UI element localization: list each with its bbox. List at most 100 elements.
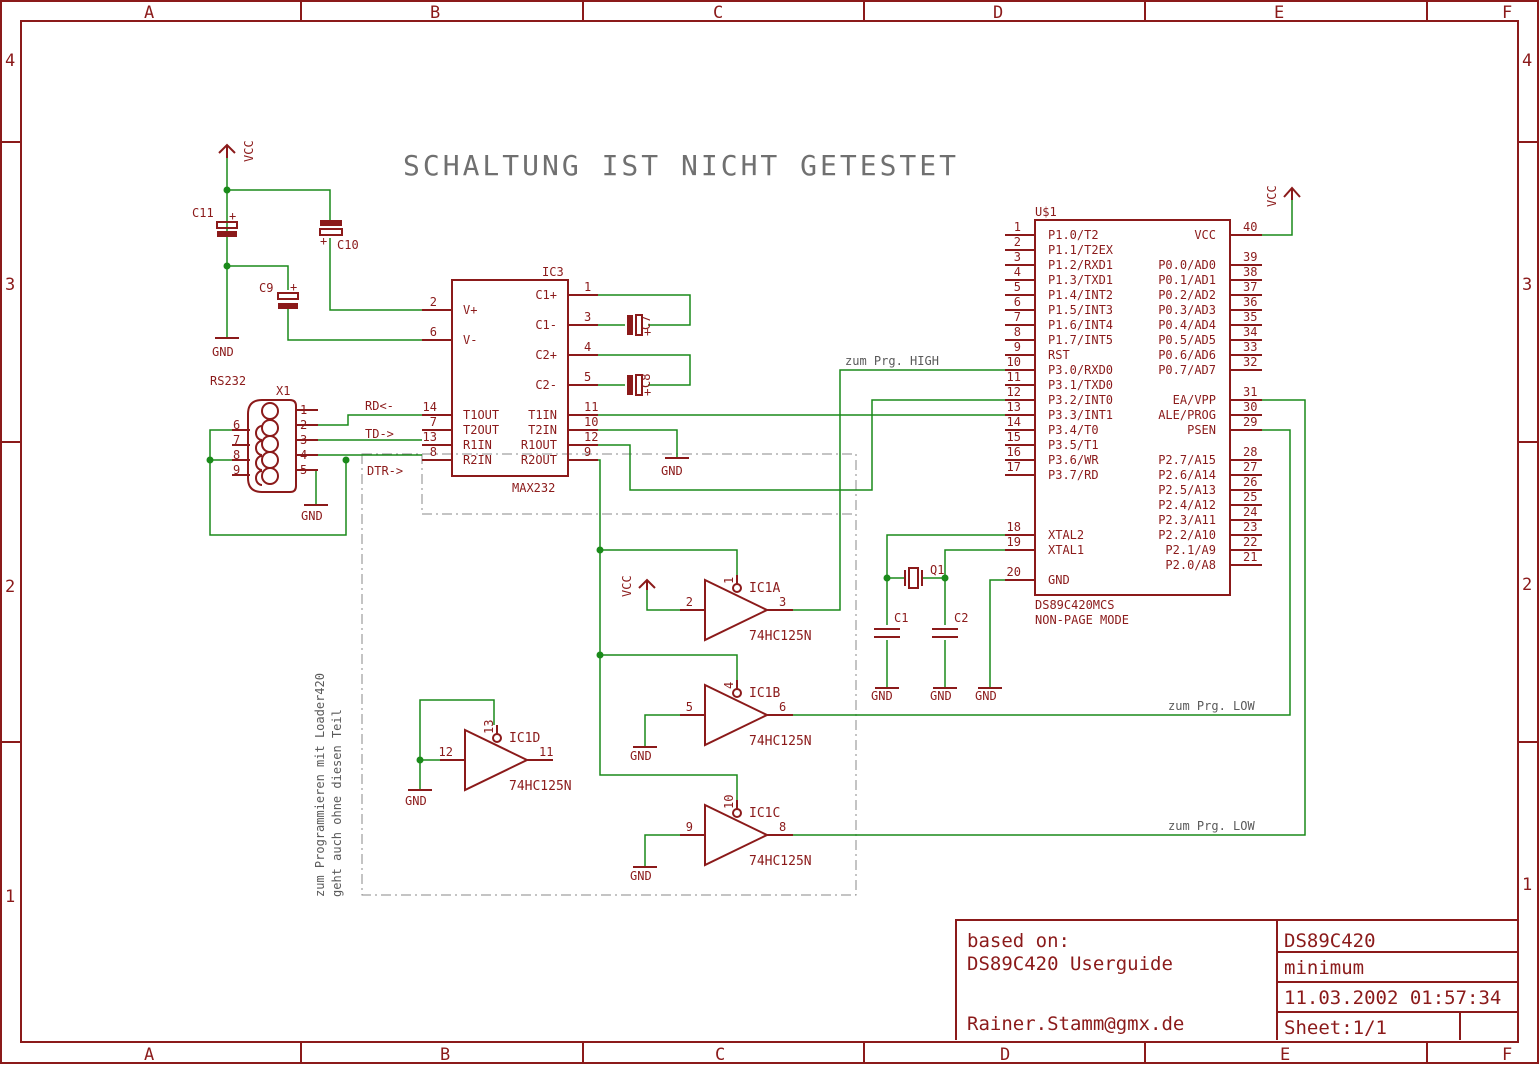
col-label-top-e: E <box>1274 3 1284 23</box>
mcu-pin-name-20: GND <box>1048 573 1070 587</box>
max232-pin-name-t1out: T1OUT <box>463 408 499 422</box>
ic1c-label: IC1C <box>749 806 780 821</box>
mcu-pin-name-39: P0.0/AD0 <box>1158 258 1216 272</box>
ic1a-pin-en: 1 <box>722 577 736 584</box>
titleblock-name: DS89C420 <box>1284 930 1376 952</box>
net-label-td: TD-> <box>365 427 394 441</box>
max232-pin-name-v-: V- <box>463 333 477 347</box>
mcu-pin-name-14: P3.4/T0 <box>1048 423 1099 437</box>
ic1c-pin-in: 9 <box>686 820 693 834</box>
ic1a-part-label: 74HC125N <box>749 629 812 644</box>
col-label-bottom-f: F <box>1502 1045 1512 1065</box>
mcu-pin-name-36: P0.3/AD3 <box>1158 303 1216 317</box>
mcu-pin-name-10: P3.0/RXD0 <box>1048 363 1113 377</box>
mcu-pin-name-1: P1.0/T2 <box>1048 228 1099 242</box>
mcu-pin-num-4: 4 <box>1014 265 1021 279</box>
u1-mode-label: NON-PAGE MODE <box>1035 613 1129 627</box>
max232-pin-num-12: 12 <box>584 430 598 444</box>
vcc-label-ic1a: VCC <box>620 575 634 597</box>
col-label-top-d: D <box>993 3 1003 23</box>
max232-pin-name-t1in: T1IN <box>528 408 557 422</box>
c10-plus: + <box>320 234 327 248</box>
c10-label: C10 <box>337 238 359 252</box>
ic1a-label: IC1A <box>749 581 780 596</box>
mcu-pin-name-33: P0.6/AD6 <box>1158 348 1216 362</box>
max232-pin-name-c1: C1- <box>535 318 557 332</box>
row-label-right-4: 4 <box>1522 51 1532 71</box>
mcu-pin-name-21: P2.0/A8 <box>1165 558 1216 572</box>
mcu-pin-name-5: P1.4/INT2 <box>1048 288 1113 302</box>
x1-pin-2: 2 <box>300 418 307 432</box>
programmer-note: zum Programmieren mit Loader420 geht auc… <box>313 673 344 897</box>
mcu-pin-num-1: 1 <box>1014 220 1021 234</box>
mcu-pin-name-6: P1.5/INT3 <box>1048 303 1113 317</box>
mcu-pin-name-23: P2.2/A10 <box>1158 528 1216 542</box>
mcu-pin-name-9: RST <box>1048 348 1070 362</box>
buffer-ic1a: IC1A 74HC125N 2 3 1 <box>680 575 812 644</box>
mcu-pin-name-35: P0.4/AD4 <box>1158 318 1216 332</box>
ic1a-pin-in: 2 <box>686 595 693 609</box>
mcu-pin-num-6: 6 <box>1014 295 1021 309</box>
mcu-pin-num-11: 11 <box>1007 370 1021 384</box>
max232-pin-num-8: 8 <box>430 445 437 459</box>
gnd-label-x1: GND <box>301 509 323 523</box>
mcu-pin-num-26: 26 <box>1243 475 1257 489</box>
mcu-pin-num-20: 20 <box>1007 565 1021 579</box>
mcu-pin-name-40: VCC <box>1194 228 1216 242</box>
mcu-pin-num-29: 29 <box>1243 415 1257 429</box>
ic1b-part-label: 74HC125N <box>749 734 812 749</box>
col-label-top-f: F <box>1502 3 1512 23</box>
c7-plus: + <box>644 325 651 339</box>
mcu-pin-num-37: 37 <box>1243 280 1257 294</box>
ic1d-pin-out: 11 <box>539 745 553 759</box>
mcu-pin-num-15: 15 <box>1007 430 1021 444</box>
gnd-label-ic1d: GND <box>405 794 427 808</box>
gnd-label-ic1b: GND <box>630 749 652 763</box>
col-label-bottom-c: C <box>715 1045 725 1065</box>
ic1d-part-label: 74HC125N <box>509 779 572 794</box>
mcu-pin-num-3: 3 <box>1014 250 1021 264</box>
q1-label: Q1 <box>930 563 944 577</box>
mcu-pin-num-39: 39 <box>1243 250 1257 264</box>
mcu-pin-num-23: 23 <box>1243 520 1257 534</box>
titleblock-guide: DS89C420 Userguide <box>967 953 1173 975</box>
max232-pin-num-13: 13 <box>423 430 437 444</box>
max232-pin-num-10: 10 <box>584 415 598 429</box>
note-line-1: zum Programmieren mit Loader420 <box>313 673 327 897</box>
mcu-pin-name-17: P3.7/RD <box>1048 468 1099 482</box>
mcu-pin-num-33: 33 <box>1243 340 1257 354</box>
c11-plus: + <box>229 209 236 223</box>
mcu-pin-name-16: P3.6/WR <box>1048 453 1099 467</box>
max232-pin-num-6: 6 <box>430 325 437 339</box>
mcu-pin-name-34: P0.5/AD5 <box>1158 333 1216 347</box>
mcu-pin-name-3: P1.2/RXD1 <box>1048 258 1113 272</box>
ic1b-label: IC1B <box>749 686 780 701</box>
max232-pin-name-c2: C2- <box>535 378 557 392</box>
x1-pin-4: 4 <box>300 448 307 462</box>
mcu-pin-num-14: 14 <box>1007 415 1021 429</box>
mcu-pin-name-13: P3.3/INT1 <box>1048 408 1113 422</box>
ic1a-pin-out: 3 <box>779 595 786 609</box>
capacitor-c1 <box>874 628 900 638</box>
mcu-pin-num-30: 30 <box>1243 400 1257 414</box>
title-block <box>955 919 1518 1040</box>
x1-pin-5: 5 <box>300 463 307 477</box>
gnd-label-c2: GND <box>930 689 952 703</box>
col-label-bottom-d: D <box>1000 1045 1010 1065</box>
col-label-bottom-e: E <box>1280 1045 1290 1065</box>
mcu-pin-name-29: PSEN <box>1187 423 1216 437</box>
max232-pin-name-r2out: R2OUT <box>521 453 557 467</box>
max232-pin-name-c2: C2+ <box>535 348 557 362</box>
max232-pin-num-5: 5 <box>584 370 591 384</box>
x1-pin-9: 9 <box>233 463 240 477</box>
mcu-pin-num-22: 22 <box>1243 535 1257 549</box>
x1-pin-3: 3 <box>300 433 307 447</box>
gnd-label-c9: GND <box>212 345 234 359</box>
col-label-top-c: C <box>713 3 723 23</box>
max232-pin-num-14: 14 <box>423 400 437 414</box>
